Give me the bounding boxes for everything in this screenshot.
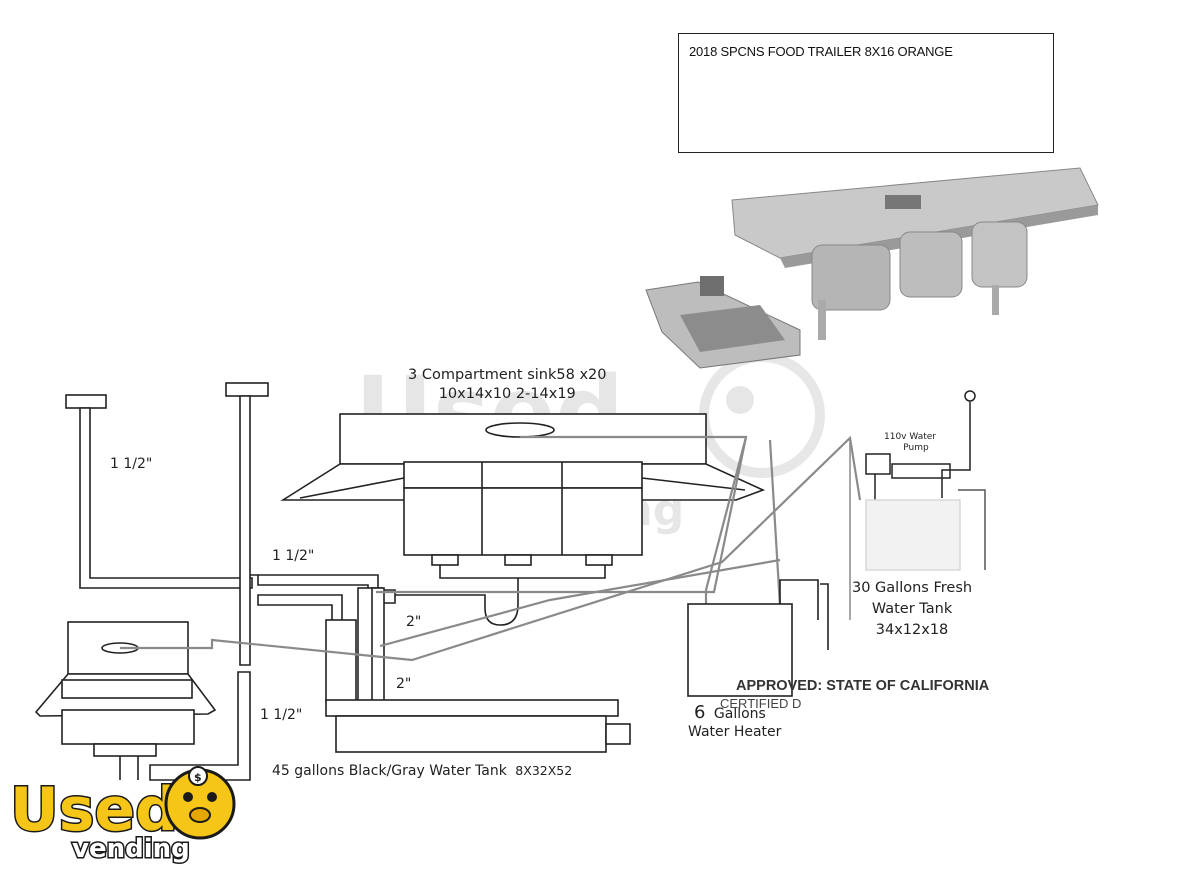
- three-compartment-sink-drawing: [280, 413, 766, 626]
- hand-sink-pipe-size: 1 1/2": [260, 707, 303, 723]
- certified-stamp: CERTIFIED D: [720, 696, 802, 711]
- pump-label-line1: 110v Water: [884, 432, 936, 442]
- used-vending-logo: Used $ vending: [9, 766, 236, 866]
- heater-line1: Gallons: [713, 706, 766, 722]
- approval-stamp: APPROVED: STATE OF CALIFORNIA: [736, 678, 990, 694]
- waste-tank-size: 8X32X52: [515, 763, 573, 778]
- svg-text:Used: Used: [10, 775, 178, 845]
- pipe-size-mid: 1 1/2": [272, 548, 315, 564]
- fresh-tank-line1: 30 Gallons Fresh: [852, 580, 973, 596]
- heater-line2: Water Heater: [688, 724, 782, 740]
- svg-text:$: $: [194, 771, 202, 784]
- drain-stack: [325, 587, 385, 704]
- fresh-tank-line3: 34x12x18: [875, 622, 949, 638]
- pipe-size-2in-a: 2": [406, 614, 422, 630]
- waste-tank-label: 45 gallons Black/Gray Water Tank 8X32X52: [272, 763, 572, 779]
- fresh-water-system: [849, 390, 986, 620]
- title-box: 2018 SPCNS FOOD TRAILER 8X16 ORANGE: [678, 33, 1054, 153]
- hand-sink-photo: [645, 276, 801, 369]
- hand-sink-drawing: [34, 621, 251, 781]
- svg-text:vending: vending: [72, 834, 190, 864]
- sink-label-line1: 3 Compartment sink58 x20: [408, 367, 607, 383]
- waste-tank-drawing: [325, 699, 631, 753]
- heater-number: 6: [694, 702, 706, 723]
- three-compartment-sink-photo: [731, 167, 1099, 340]
- waste-tank-label-text: 45 gallons Black/Gray Water Tank: [272, 763, 507, 779]
- water-heater-label: 6 Gallons Water Heater: [688, 704, 781, 741]
- fresh-tank-line2: Water Tank: [871, 601, 953, 617]
- fresh-water-tank-label: 30 Gallons Fresh Water Tank 34x12x18: [852, 578, 972, 641]
- three-compartment-sink-label: 3 Compartment sink58 x20 10x14x10 2-14x1…: [408, 366, 606, 404]
- sink-label-line2: 10x14x10 2-14x19: [438, 386, 576, 402]
- water-pump-label: 110v Water Pump: [884, 432, 936, 454]
- water-supply-lines: [120, 435, 862, 662]
- water-heater-drawing: [687, 579, 829, 697]
- pump-label-line2: Pump: [903, 443, 929, 453]
- vent-pipe-size-left: 1 1/2": [110, 456, 153, 472]
- title-text: 2018 SPCNS FOOD TRAILER 8X16 ORANGE: [689, 44, 953, 59]
- pipe-size-2in-b: 2": [396, 676, 412, 692]
